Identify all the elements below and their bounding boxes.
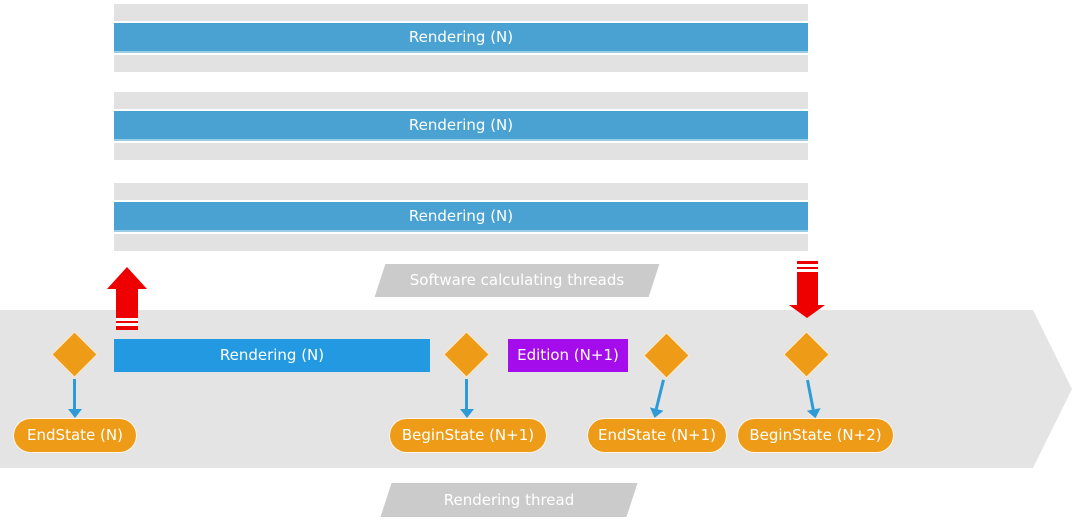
rendering-task-bar-1: Rendering (N) [114, 23, 808, 53]
thread-track-top [114, 183, 808, 200]
red-arrow-stripe [116, 323, 138, 326]
software-thread-row-1: Rendering (N) [114, 4, 808, 72]
connector-line [806, 379, 815, 410]
red-arrow-stripe [797, 269, 818, 272]
connector-line [465, 379, 468, 409]
connector-line [654, 379, 665, 410]
blue-arrow-down-icon-1 [68, 379, 82, 418]
red-arrow-stripe [797, 264, 818, 267]
connector-line [73, 379, 76, 409]
connector-head [68, 409, 82, 418]
thread-track-top [114, 92, 808, 109]
thread-track-bottom [114, 234, 808, 251]
timeline-rendering-bar: Rendering (N) [114, 339, 430, 372]
software-thread-row-2: Rendering (N) [114, 92, 808, 160]
blue-arrow-down-icon-2 [460, 379, 474, 418]
red-arrow-down-body [797, 261, 818, 305]
software-threads-label: Software calculating threads [374, 264, 660, 297]
rendering-thread-label-text: Rendering thread [443, 491, 575, 509]
software-thread-row-3: Rendering (N) [114, 183, 808, 251]
software-threads-label-text: Software calculating threads [409, 271, 625, 289]
red-arrow-down-icon [789, 261, 826, 318]
red-arrow-down-head [789, 305, 825, 318]
state-pill-endstate-n: EndState (N) [13, 418, 137, 453]
rendering-task-bar-2: Rendering (N) [114, 111, 808, 141]
thread-track-bottom [114, 143, 808, 160]
red-arrow-up-head [107, 267, 147, 289]
thread-track-bottom [114, 55, 808, 72]
state-pill-beginstate-n1: BeginState (N+1) [389, 418, 547, 453]
timeline-edition-bar: Edition (N+1) [508, 339, 628, 372]
connector-head [460, 409, 474, 418]
rendering-thread-label: Rendering thread [380, 483, 638, 517]
thread-track-top [114, 4, 808, 21]
rendering-task-bar-3: Rendering (N) [114, 202, 808, 232]
state-pill-endstate-n1: EndState (N+1) [587, 418, 727, 453]
red-arrow-stripe [116, 318, 138, 321]
red-arrow-up-icon [107, 267, 147, 330]
state-pill-beginstate-n2: BeginState (N+2) [737, 418, 894, 453]
